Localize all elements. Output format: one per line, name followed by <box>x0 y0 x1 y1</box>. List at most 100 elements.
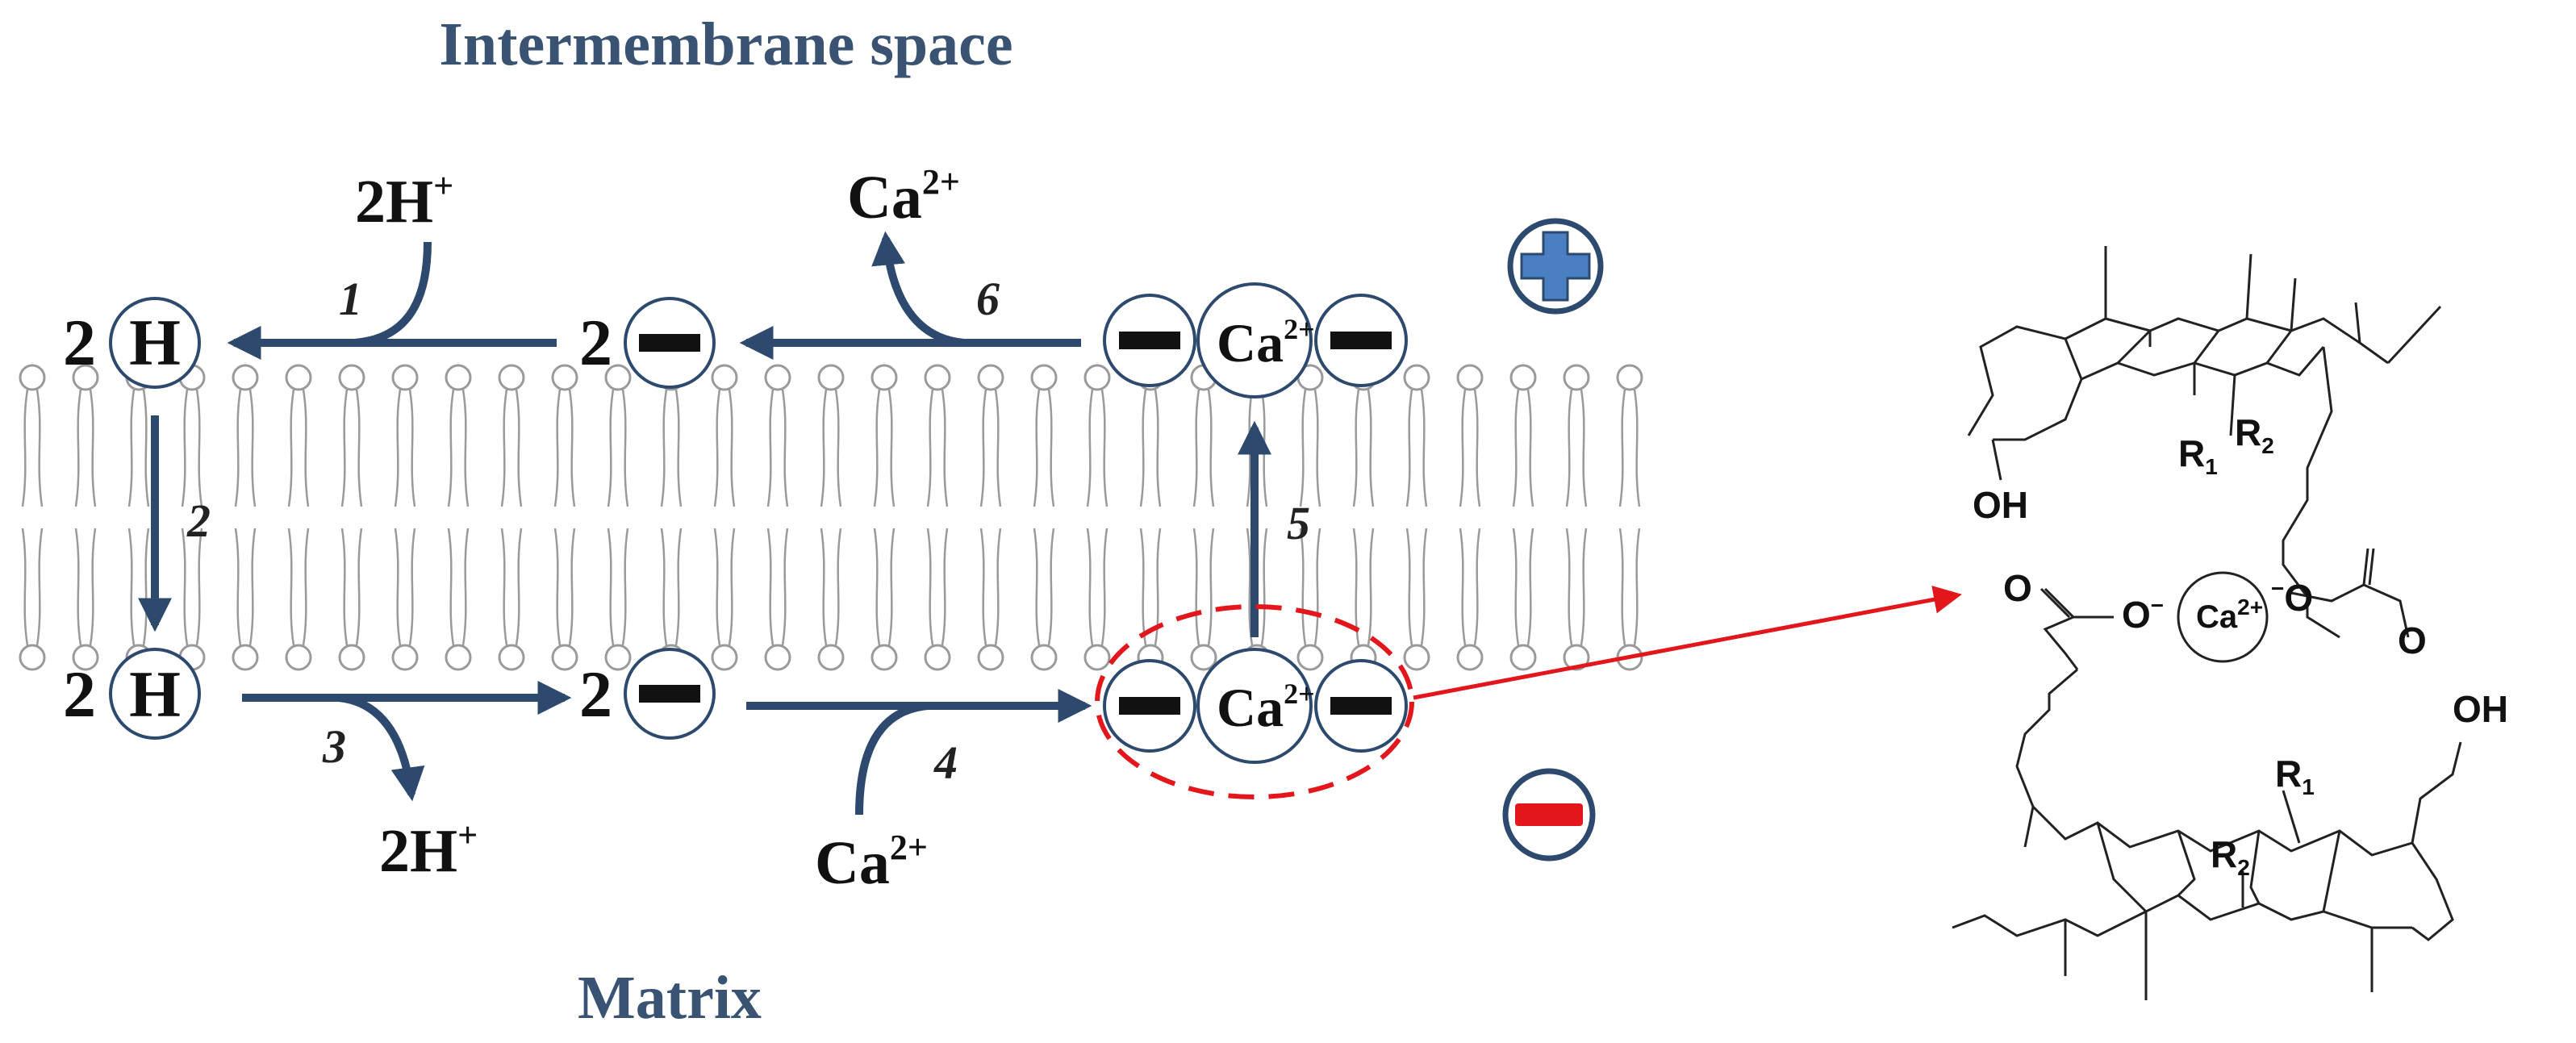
lipid-head <box>445 364 472 391</box>
right-carboxylate-bonds <box>2290 548 2410 638</box>
matrix-title: Matrix <box>578 964 762 1032</box>
upper-r2-label: R2 <box>2235 411 2274 458</box>
lipid-head <box>817 364 845 391</box>
lower-r1-text: R <box>2275 753 2302 795</box>
lipid-tail <box>766 528 789 646</box>
structure-calcium-charge: 2+ <box>2237 595 2263 620</box>
lipid-head <box>72 364 99 391</box>
lipid-head <box>285 644 312 671</box>
proton-bottom-text: 2H <box>379 817 457 885</box>
proton-label-top: 2H+ <box>355 166 453 236</box>
lower-r1-label: R1 <box>2275 753 2315 799</box>
lower-r1-bond <box>2282 790 2301 844</box>
lipid-head <box>1296 644 1324 671</box>
lipid-tail <box>1405 528 1428 646</box>
lipid-head <box>1403 644 1430 671</box>
lipid-tail <box>1618 389 1641 507</box>
lipid-tail <box>607 528 629 646</box>
lipid-head <box>19 644 46 671</box>
left-carboxylate-o: O− <box>2122 593 2164 636</box>
upper-r2-text: R <box>2235 411 2261 453</box>
lipid-tail <box>1086 528 1108 646</box>
upper-hydroxyl-bond <box>1991 439 2002 481</box>
lipid-tail <box>1299 528 1321 646</box>
lower-r1-subscript: 1 <box>2302 774 2315 799</box>
proton-circle-top <box>109 297 201 389</box>
lipid-tail <box>287 389 310 507</box>
lipid-head <box>924 644 951 671</box>
lipid-head <box>285 364 312 391</box>
proton-circle-top-label: H <box>129 306 181 379</box>
lipid-tail <box>181 389 203 507</box>
lipid-tail <box>713 389 736 507</box>
complex-top-anion-right-sign <box>1330 332 1392 349</box>
arrow-step-3-branch <box>338 694 425 802</box>
anion-sign-bottom <box>639 685 700 703</box>
calcium-top-text: Ca <box>847 164 922 232</box>
lipid-head <box>870 364 898 391</box>
lipid-tail <box>1086 389 1108 507</box>
left-carboxylate-o-text: O <box>2122 594 2151 636</box>
complex-top-calcium <box>1196 282 1313 398</box>
step-label-2: 2 <box>186 494 211 547</box>
lipid-tail <box>820 528 842 646</box>
lipid-head <box>1190 644 1217 671</box>
lipid-head <box>977 364 1004 391</box>
lipid-tail <box>713 528 736 646</box>
lipid-tail <box>1459 528 1481 646</box>
lipid-tail <box>1459 389 1481 507</box>
anion-sign-top <box>639 334 700 352</box>
step-label-1: 1 <box>339 273 362 325</box>
lipid-head <box>445 644 472 671</box>
left-carbonyl-o: O <box>2003 567 2032 609</box>
lipid-tail <box>340 389 363 507</box>
lipid-tail <box>74 528 97 646</box>
right-carboxylate-charge: − <box>2271 576 2284 601</box>
calcium-label-bottom: Ca2+ <box>815 828 928 897</box>
lipid-tail <box>1192 528 1215 646</box>
lower-r2-label: R2 <box>2211 833 2250 880</box>
lipid-tail <box>1352 389 1375 507</box>
stoich-top-middle: 2 <box>579 306 612 379</box>
lower-r2-text: R <box>2211 833 2237 875</box>
lipid-head <box>391 644 419 671</box>
complex-bottom-calcium-label: Ca2+ <box>1217 677 1315 738</box>
lipid-tail <box>1299 389 1321 507</box>
lipid-head <box>498 644 525 671</box>
stoich-bottom-left: 2 <box>63 657 96 731</box>
proton-top-text: 2H <box>355 168 433 236</box>
lipid-tail <box>1512 389 1534 507</box>
lipid-head <box>870 644 898 671</box>
complex-bottom-calcium-charge: 2+ <box>1284 678 1315 710</box>
lower-r2-subscript: 2 <box>2237 855 2250 880</box>
complex-bottom-calcium <box>1196 648 1313 764</box>
lipid-head <box>498 364 525 391</box>
lipid-tail <box>447 389 470 507</box>
lipid-head <box>551 364 578 391</box>
lipid-head <box>1083 364 1111 391</box>
calcium-top-charge: 2+ <box>922 162 960 202</box>
arrow-step-4-branch <box>855 702 929 816</box>
right-carboxylate-o-text: O <box>2284 577 2313 619</box>
lipid-head <box>817 644 845 671</box>
lipid-tail <box>553 389 576 507</box>
arrow-step-1-branch <box>354 241 432 347</box>
lipid-tail <box>127 389 150 507</box>
lipid-head <box>1563 364 1590 391</box>
lipid-tail <box>1618 528 1641 646</box>
lipid-head <box>1456 364 1484 391</box>
lipid-head <box>19 364 46 391</box>
lipid-tail <box>607 389 629 507</box>
lipid-tail <box>553 528 576 646</box>
left-carboxylate-charge: − <box>2151 593 2164 618</box>
lipid-head <box>232 364 259 391</box>
lipid-tail <box>394 389 416 507</box>
upper-steroid-skeleton <box>1967 246 2442 639</box>
lipid-head <box>1456 644 1484 671</box>
lipid-tail <box>820 389 842 507</box>
lipid-head <box>232 644 259 671</box>
lipid-head <box>711 364 738 391</box>
complex-top-calcium-charge: 2+ <box>1284 313 1315 345</box>
lipid-tail <box>127 528 150 646</box>
